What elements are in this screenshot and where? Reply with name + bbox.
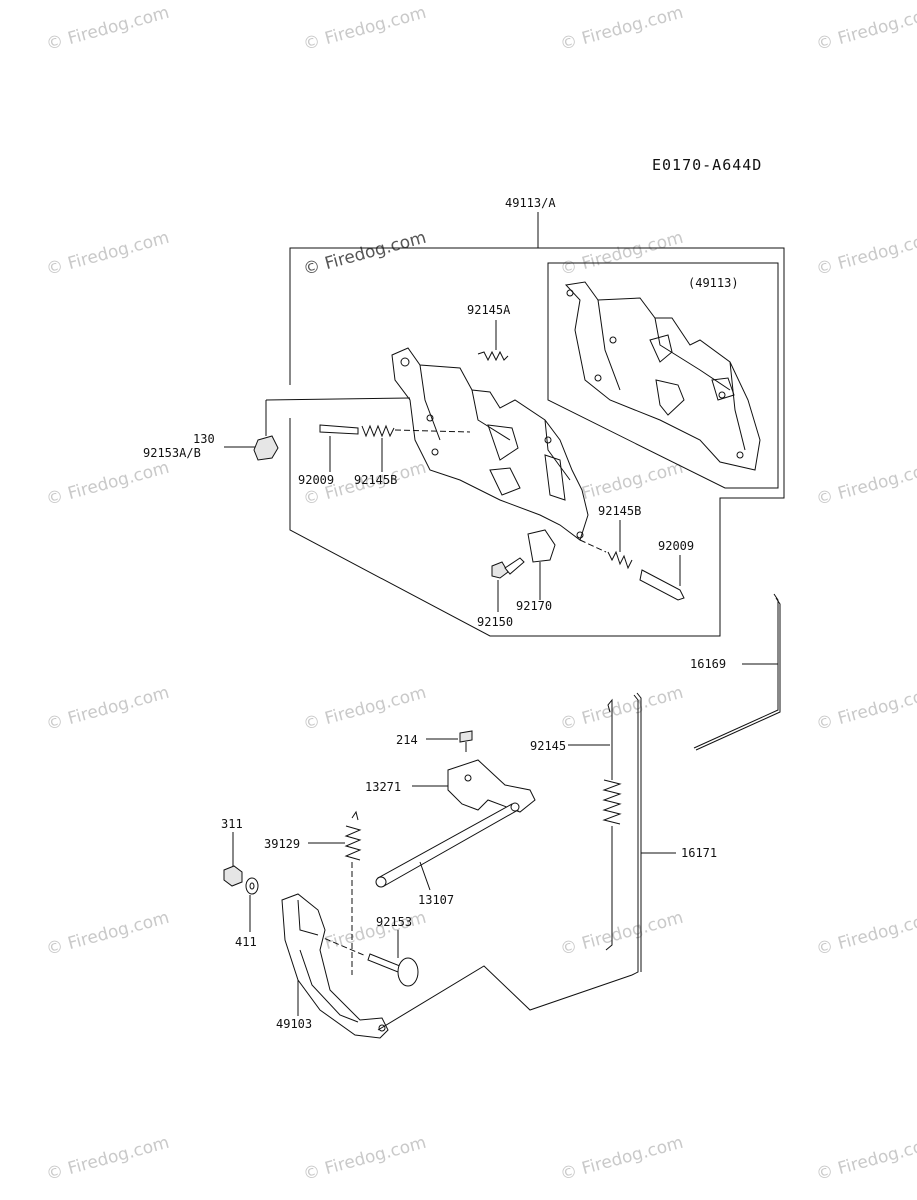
screw-214: 214 xyxy=(396,730,473,752)
label-92145A: 92145A xyxy=(467,303,511,317)
watermark: © Firedog.com xyxy=(301,3,428,55)
label-92145: 92145 xyxy=(530,739,566,753)
screw-spring-right: 92145B 92009 xyxy=(579,504,694,601)
watermark: © Firedog.com xyxy=(44,683,171,735)
watermark: © Firedog.com xyxy=(814,683,917,735)
label-130: 130 xyxy=(193,432,215,446)
rod-16169: 16169 xyxy=(690,593,781,751)
nut-311: 311 xyxy=(221,817,243,887)
label-92009-right: 92009 xyxy=(658,539,694,553)
label-49103: 49103 xyxy=(276,1017,312,1031)
label-92009-left: 92009 xyxy=(298,473,334,487)
spring-39129: 39129 xyxy=(264,810,362,975)
watermark: © Firedog.com xyxy=(814,458,917,510)
label-16169: 16169 xyxy=(690,657,726,671)
watermark: © Firedog.com xyxy=(814,1133,917,1185)
watermark: © Firedog.com xyxy=(814,228,917,280)
pin-92153: 92153 xyxy=(299,915,419,987)
label-13271: 13271 xyxy=(365,780,401,794)
washer-411: 411 xyxy=(235,877,259,949)
label-49113A: 49113/A xyxy=(505,196,556,210)
assembly-outline: 49113/A xyxy=(289,196,785,637)
control-plate xyxy=(391,347,589,541)
label-311: 311 xyxy=(221,817,243,831)
watermark: © Firedog.com xyxy=(558,228,685,280)
watermark: © Firedog.com xyxy=(44,3,171,55)
label-92150: 92150 xyxy=(477,615,513,629)
plate-13271: 13271 xyxy=(365,759,536,813)
label-92153AB: 92153A/B xyxy=(143,446,201,460)
label-39129: 39129 xyxy=(264,837,300,851)
label-92145B-left: 92145B xyxy=(354,473,397,487)
bolt-92150: 92150 xyxy=(477,557,525,629)
diagram-code: E0170-A644D xyxy=(652,156,762,174)
label-92145B-right: 92145B xyxy=(598,504,641,518)
label-411: 411 xyxy=(235,935,257,949)
watermark: © Firedog.com xyxy=(558,3,685,55)
bolt-130: 130 92153A/B xyxy=(143,397,411,461)
watermark: © Firedog.com xyxy=(558,1133,685,1185)
inset-49113: (49113) xyxy=(547,262,779,489)
screw-spring-left: 92009 92145B xyxy=(298,424,471,487)
label-49113-inset: (49113) xyxy=(688,276,739,290)
watermark: © Firedog.com xyxy=(44,1133,171,1185)
label-92170: 92170 xyxy=(516,599,552,613)
rod-16171: 16171 xyxy=(631,692,717,976)
watermark: © Firedog.com xyxy=(814,908,917,960)
watermark: © Firedog.com xyxy=(558,908,685,960)
watermark-layer: © Firedog.com © Firedog.com © Firedog.co… xyxy=(44,3,917,1185)
shaft-13107: 13107 xyxy=(375,802,520,907)
watermark: © Firedog.com xyxy=(301,228,428,280)
label-92153: 92153 xyxy=(376,915,412,929)
watermark: © Firedog.com xyxy=(44,458,171,510)
rod-92145: 92145 xyxy=(530,698,622,951)
lever-49103: 49103 xyxy=(276,893,389,1039)
watermark: © Firedog.com xyxy=(301,683,428,735)
label-214: 214 xyxy=(396,733,418,747)
watermark: © Firedog.com xyxy=(44,228,171,280)
spring-92145A: 92145A xyxy=(467,303,511,362)
bracket-92170: 92170 xyxy=(516,529,556,613)
label-13107: 13107 xyxy=(418,893,454,907)
watermark: © Firedog.com xyxy=(814,3,917,55)
label-16171: 16171 xyxy=(681,846,717,860)
watermark: © Firedog.com xyxy=(301,1133,428,1185)
watermark: © Firedog.com xyxy=(558,683,685,735)
watermark: © Firedog.com xyxy=(44,908,171,960)
assembly-link-line xyxy=(377,965,633,1031)
